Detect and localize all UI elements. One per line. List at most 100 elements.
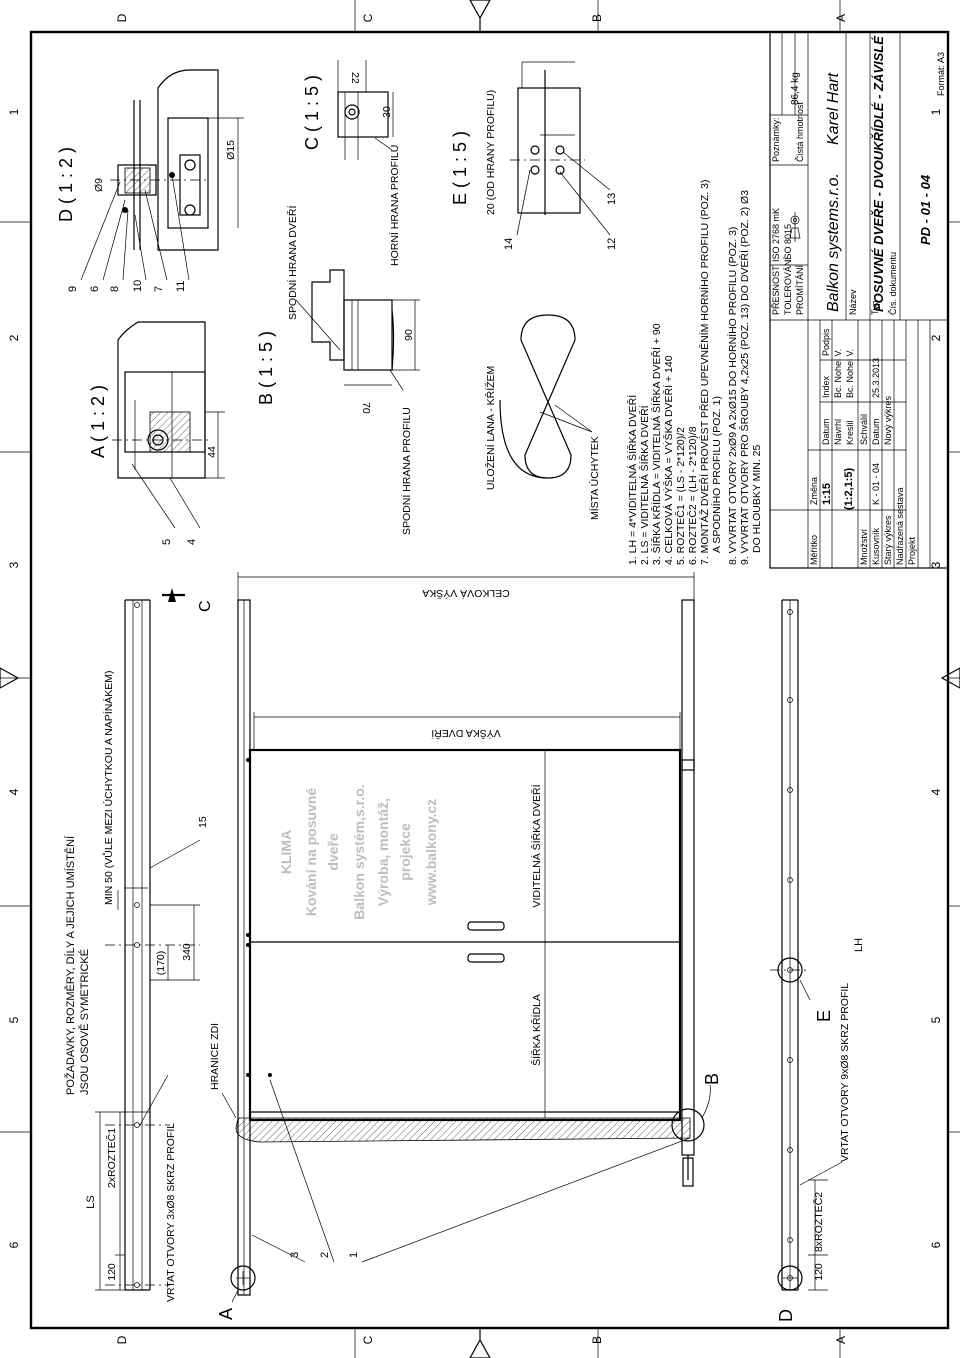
drawing-label: D [776, 1309, 796, 1322]
drawing-label: Bc. Nohel V. [845, 349, 855, 398]
zone-number: 2 [7, 334, 21, 341]
detail-marker-d: D [776, 1265, 803, 1322]
requirements-note-line2: JSOU OSOVĚ SYMETRICKÉ [78, 949, 91, 1095]
drawing-label: projekce [397, 823, 413, 881]
drawing-label: 70 [360, 402, 372, 414]
drawing-label: dveře [325, 833, 341, 871]
detail-marker-a: A [216, 1265, 256, 1320]
detail-marker-b: B [671, 1073, 722, 1142]
watermark: KLIMA Kování na posuvné dveře Balkon sys… [278, 784, 439, 919]
dim-170: (170) [155, 951, 167, 976]
detail-view-b: B ( 1 : 5 ) SPODNÍ HRANA DVEŘÍ 90 70 SPO… [256, 206, 420, 535]
zone-number: 1 [929, 108, 943, 115]
drawing-label: 13 [606, 193, 618, 205]
drawing-label: Typ [870, 300, 880, 315]
drawing-label: Kreslil [845, 420, 855, 445]
zone-number: 5 [7, 1016, 21, 1023]
drawing-label: 1 [348, 1252, 360, 1258]
dim-340: 340 [181, 943, 193, 961]
detail-view-d: D ( 1 : 2 ) Ø9 Ø15 9 6 8 10 7 11 [56, 69, 244, 292]
drawing-label: 86,4 kg [790, 72, 801, 105]
drawing-label: Nový výkres [883, 395, 893, 445]
wall-limit-note: HRANICE ZDI [209, 1023, 221, 1090]
drawing-label: 12 [606, 238, 618, 250]
drawing-label: 4. CELKOVÁ VÝŠKA = VÝŠKA DVEŘÍ + 140 [662, 355, 675, 565]
drawing-label: 3. ŠÍŘKA KŘÍDLA = VIDITELNÁ ŠÍŘKA DVEŘÍ … [650, 323, 663, 565]
dim-lh: LH [853, 938, 865, 952]
drawing-label: 2. LS = VIDITELNÁ ŠÍŘKA DVEŘÍ [638, 405, 651, 565]
bottom-rail-profile [781, 599, 799, 1291]
drawing-label: Kusovník [871, 527, 881, 565]
projection-symbol-icon [789, 212, 801, 242]
zone-letter: A [834, 1336, 848, 1344]
drawing-label: Čistá hmotnost [795, 101, 805, 162]
drawing-label: A [216, 1308, 236, 1320]
dim-120-bottom: 120 [813, 1263, 825, 1281]
drawing-label: Kování na posuvné [303, 788, 319, 917]
drawing-label: A ( 1 : 2 ) [88, 385, 108, 458]
zone-letter: D [115, 1335, 129, 1344]
zone-letter: B [590, 1336, 604, 1344]
zone-number: 1 [7, 108, 21, 115]
drawing-label: Datum [821, 418, 831, 445]
drill-bottom-note: VRTAT OTVORY 9xØ8 SKRZ PROFIL [839, 983, 851, 1162]
detail-view-c: C ( 1 : 5 ) 22 30 HORNÍ HRANA PROFILU [302, 60, 401, 266]
drawing-label: 6. ROZTEČ2 = (LH - 2*120)/8 [686, 426, 699, 565]
zone-number: 6 [7, 1241, 21, 1248]
drawing-label: Projekt [907, 536, 917, 565]
door-elevation [235, 599, 695, 1296]
zone-number: 3 [929, 561, 943, 568]
drawing-label: 8. VYVRTAT OTVORY 2xØ9 A 2xØ15 DO HORNÍH… [726, 227, 739, 565]
drawing-label: Ø9 [93, 178, 105, 192]
drawing-label: Datum [871, 418, 881, 445]
zone-letter: A [834, 14, 848, 22]
drawing-label: 7. MONTÁŽ DVEŘÍ PROVÉST PŘED UPEVNĚNÍM H… [698, 180, 711, 565]
company-signature: Balkon systems.r.o. [825, 173, 842, 312]
drawing-label: Poznámky: [771, 117, 781, 162]
drawing-label: Výroba, montáž, [375, 798, 391, 906]
drawing-label: Ø15 [225, 140, 237, 160]
zone-number: 4 [929, 788, 943, 795]
dim-leaf-width: ŠÍŘKA KŘÍDLA [530, 942, 546, 1118]
zone-number: 6 [929, 1241, 943, 1248]
dim-door-height: VÝŠKA DVEŘÍ [253, 712, 681, 750]
drawing-label: 14 [503, 238, 515, 250]
detail-view-e: E ( 1 : 5 ) 20 (OD HRANY PROFILU) 14 12 … [450, 61, 618, 250]
drawing-label: 5. ROZTEČ1 = (LS - 2*120)/2 [674, 427, 687, 565]
drawing-label: Množství [859, 528, 869, 565]
drawing-label: PROMÍTÁNÍ [795, 264, 805, 315]
drawing-label: Index [821, 375, 831, 398]
drawing-label: Bc. Nohel V. [833, 349, 843, 398]
document-number: PD - 01 - 04 [918, 174, 933, 245]
drawing-label: 4 [186, 539, 198, 545]
drawing-label: 9 [67, 286, 79, 292]
drawing-label: 90 [403, 329, 415, 341]
detail-view-a: A ( 1 : 2 ) 44 5 4 [88, 321, 225, 545]
zone-number: 5 [929, 1016, 943, 1023]
view-marker-c: C [162, 588, 214, 612]
requirements-note-line1: POŽADAVKY, ROZMĚRY, DÍLY A JEJICH UMÍSTĚ… [64, 835, 77, 1095]
zone-letter: C [361, 13, 375, 22]
drawing-label: TOLEROVÁNÍ [783, 257, 793, 315]
drawing-label: 22 [349, 72, 361, 84]
drawing-label: 9. VYVRTAT OTVORY PRO ŠROUBY 4,2x25 (POZ… [738, 190, 751, 565]
rope-crossing-diagram: ULOŽENÍ LANA - KŘÍŽEM MÍSTA ÚCHYTEK [484, 314, 601, 520]
main-balloons: 3 2 1 [251, 1079, 691, 1263]
drawing-label: 44 [206, 446, 218, 458]
min-gap-note: MIN 50 (VŮLE MEZI ÚCHYTKOU A NAPÍNÁKEM) [102, 670, 115, 905]
drawing-label: CELKOVÁ VÝŠKA [422, 587, 510, 600]
drawing-label: Měřítko [809, 535, 819, 565]
drawing-label: SPODNÍ HRANA DVEŘÍ [286, 206, 299, 320]
drawing-label: Starý výkres [883, 515, 893, 565]
dim-pitch2-group: 8xROZTEČ2 120 [808, 1179, 828, 1291]
drawing-label: A SPODNÍHO PROFILU (POZ. 1) [710, 396, 723, 553]
drill-top-note: VRTAT OTVORY 3xØ8 SKRZ PROFIL [165, 1123, 177, 1302]
drawing-label: 1. LH = 4*VIDITELNÁ ŠÍŘKA DVEŘÍ [626, 395, 639, 565]
zone-letter: D [115, 13, 129, 22]
author-signature: Karel Hart [825, 72, 842, 145]
drawing-label: Čís. dokumentu [888, 252, 898, 315]
dim-pitch2: 8xROZTEČ2 [812, 1192, 825, 1252]
title-block: PŘESNOST ISO 2768 mK TOLEROVÁNÍ ISO 8015… [769, 31, 949, 569]
